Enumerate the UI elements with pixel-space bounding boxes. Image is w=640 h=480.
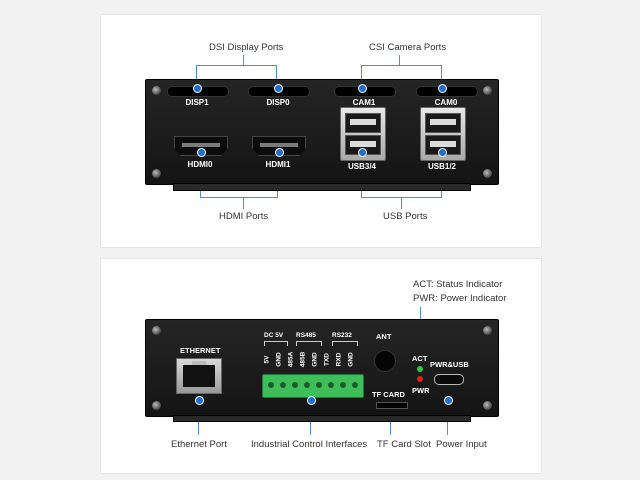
hdmi0-label: HDMI0 (187, 160, 213, 169)
top-panel: DSI Display Ports CSI Camera Ports HDMI … (100, 14, 542, 248)
disp1-marker (193, 84, 202, 93)
screw-icon (483, 326, 492, 335)
pin-label: TXD (323, 353, 331, 366)
industrial-interfaces-callout: Industrial Control Interfaces (251, 439, 368, 450)
usb12-label: USB1/2 (427, 162, 456, 171)
cam1-marker (358, 84, 367, 93)
pin-label: GND (311, 352, 319, 367)
hdmi1-label: HDMI1 (265, 160, 291, 169)
screw-icon (483, 86, 492, 95)
ethernet-port-callout: Ethernet Port (171, 439, 227, 450)
terminal-block (262, 374, 364, 398)
terminal-marker (307, 396, 316, 405)
screw-icon (483, 401, 492, 410)
rs232-bracket (332, 341, 358, 346)
usb34-marker (358, 148, 367, 157)
pwr-indicator-callout: PWR: Power Indicator (413, 293, 507, 304)
device-front-panel: DISP1 DISP0 CAM1 CAM0 HDMI0 HDMI1 USB3/4… (145, 79, 499, 185)
tf-slot-callout: TF Card Slot (377, 439, 431, 450)
dc5v-bracket (264, 341, 288, 346)
mounting-rail (173, 183, 471, 191)
pin-label: GND (347, 352, 355, 367)
screw-icon (152, 401, 161, 410)
dsi-callout-label: DSI Display Ports (209, 42, 284, 53)
antenna-hole (374, 350, 396, 372)
disp1-label: DISP1 (185, 98, 209, 107)
device-rear-panel: ETHERNET DC 5V RS485 RS232 5V GND 485A 4… (145, 319, 499, 417)
mounting-rail (173, 415, 471, 422)
pin-label: 5V (263, 355, 271, 364)
usb34-port (340, 107, 386, 161)
pin-label: 485A (287, 351, 295, 368)
usb-c-marker (444, 396, 453, 405)
ant-label: ANT (376, 332, 392, 341)
disp0-label: DISP0 (266, 98, 290, 107)
usb-callout-label: USB Ports (383, 211, 428, 222)
power-input-callout: Power Input (436, 439, 487, 450)
screw-icon (152, 86, 161, 95)
act-status-callout: ACT: Status Indicator (413, 279, 503, 290)
usb-c-port (434, 374, 464, 385)
rs485-bracket (296, 341, 322, 346)
pin-label: RXD (335, 352, 343, 367)
rs232-label: RS232 (332, 332, 352, 339)
usb12-marker (438, 148, 447, 157)
dsi-callout-line (243, 55, 244, 65)
csi-slot-cam0 (416, 86, 478, 97)
pin-label: GND (275, 352, 283, 367)
usb34-label: USB3/4 (347, 162, 376, 171)
bottom-panel: ACT: Status Indicator PWR: Power Indicat… (100, 258, 542, 474)
pwr-led (417, 376, 423, 382)
ethernet-label: ETHERNET (180, 346, 221, 355)
dc5v-label: DC 5V (264, 332, 284, 339)
ethernet-marker (195, 396, 204, 405)
hdmi0-marker (197, 148, 206, 157)
screw-icon (152, 169, 161, 178)
csi-callout-line (399, 55, 400, 65)
ethernet-port (176, 358, 222, 394)
cam1-label: CAM1 (352, 98, 376, 107)
hdmi1-marker (275, 148, 284, 157)
act-label: ACT (412, 354, 428, 363)
hdmi-callout-label: HDMI Ports (219, 211, 269, 222)
cam0-label: CAM0 (434, 98, 458, 107)
pwr-usb-label: PWR&USB (430, 360, 469, 369)
pin-label: 485B (299, 351, 307, 368)
screw-icon (483, 169, 492, 178)
act-led (417, 366, 423, 372)
tf-callout-line (390, 409, 391, 435)
tf-card-label: TF CARD (372, 390, 405, 399)
screw-icon (152, 326, 161, 335)
tf-card-slot (376, 402, 408, 409)
disp0-marker (274, 84, 283, 93)
pwr-label: PWR (412, 386, 430, 395)
rs485-label: RS485 (296, 332, 316, 339)
csi-callout-label: CSI Camera Ports (369, 42, 447, 53)
cam0-marker (438, 84, 447, 93)
